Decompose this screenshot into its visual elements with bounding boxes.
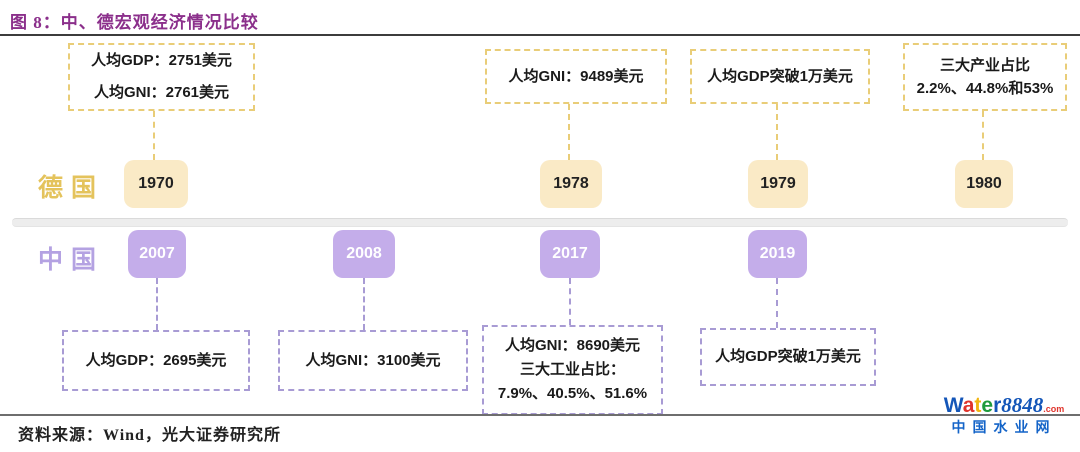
logo-wordmark: Water8848.com — [934, 393, 1074, 417]
germany-year-1978: 1978 — [540, 160, 602, 208]
connector-line — [153, 111, 155, 160]
germany-callout-1978: 人均GNI：9489美元 — [485, 49, 667, 104]
callout-line: 人均GDP突破1万美元 — [707, 67, 853, 85]
callout-line: 人均GDP：2751美元 — [91, 52, 232, 70]
logo-letter: e — [981, 394, 994, 417]
china-year-2007: 2007 — [128, 230, 186, 278]
year-label: 2019 — [759, 245, 796, 262]
logo-tld: .com — [1043, 404, 1065, 414]
connector-line — [776, 278, 778, 328]
year-label: 1970 — [138, 175, 174, 192]
germany-callout-1970: 人均GDP：2751美元 人均GNI：2761美元 — [68, 43, 255, 111]
germany-callout-1980: 三大产业占比 2.2%、44.8%和53% — [903, 43, 1067, 111]
germany-year-1970: 1970 — [124, 160, 188, 208]
logo-number: 8848 — [1001, 393, 1044, 417]
logo-letter: r — [993, 394, 1002, 417]
year-label: 2017 — [552, 245, 588, 262]
figure-title: 图 8：中、德宏观经济情况比较 — [10, 13, 259, 32]
year-label: 2008 — [346, 245, 382, 262]
china-callout-2008: 人均GNI：3100美元 — [278, 330, 468, 391]
year-label: 1980 — [966, 175, 1002, 192]
china-callout-2017: 人均GNI：8690美元 三大工业占比： 7.9%、40.5%、51.6% — [482, 325, 663, 415]
connector-line — [569, 278, 571, 325]
footer-rule — [0, 414, 1080, 416]
connector-line — [776, 104, 778, 160]
germany-callout-1979: 人均GDP突破1万美元 — [690, 49, 870, 104]
china-callout-2019: 人均GDP突破1万美元 — [700, 328, 876, 386]
source-note: 资料来源：Wind，光大证券研究所 — [18, 427, 281, 444]
year-label: 1978 — [553, 175, 589, 192]
callout-line: 2.2%、44.8%和53% — [916, 79, 1054, 97]
callout-line: 人均GNI：9489美元 — [508, 67, 644, 85]
water8848-logo: Water8848.com 中国水业网 — [934, 393, 1074, 435]
germany-year-1979: 1979 — [748, 160, 808, 208]
callout-line: 人均GDP突破1万美元 — [715, 348, 861, 366]
china-year-2008: 2008 — [333, 230, 395, 278]
connector-line — [982, 111, 984, 160]
china-year-2019: 2019 — [748, 230, 807, 278]
callout-line: 三大产业占比 — [939, 56, 1030, 74]
connector-line — [156, 278, 158, 330]
china-label: 中国 — [38, 247, 105, 274]
germany-year-1980: 1980 — [955, 160, 1013, 208]
china-year-2017: 2017 — [540, 230, 600, 278]
logo-letter: a — [962, 394, 975, 417]
logo-letter: W — [943, 394, 963, 417]
figure-header: 图 8：中、德宏观经济情况比较 — [0, 0, 1080, 36]
year-label: 1979 — [760, 175, 796, 192]
callout-line: 三大工业占比： — [519, 361, 625, 379]
germany-label: 德国 — [38, 175, 105, 202]
callout-line: 7.9%、40.5%、51.6% — [497, 384, 648, 402]
year-label: 2007 — [139, 245, 175, 262]
callout-line: 人均GNI：2761美元 — [93, 84, 230, 102]
callout-line: 人均GDP：2695美元 — [85, 351, 227, 369]
china-callout-2007: 人均GDP：2695美元 — [62, 330, 250, 391]
timeline-divider — [12, 218, 1068, 227]
callout-line: 人均GNI：3100美元 — [305, 351, 441, 369]
logo-letter: t — [974, 394, 982, 417]
connector-line — [363, 278, 365, 330]
connector-line — [568, 104, 570, 160]
callout-line: 人均GNI：8690美元 — [504, 337, 641, 355]
logo-subtitle: 中国水业网 — [951, 419, 1057, 435]
